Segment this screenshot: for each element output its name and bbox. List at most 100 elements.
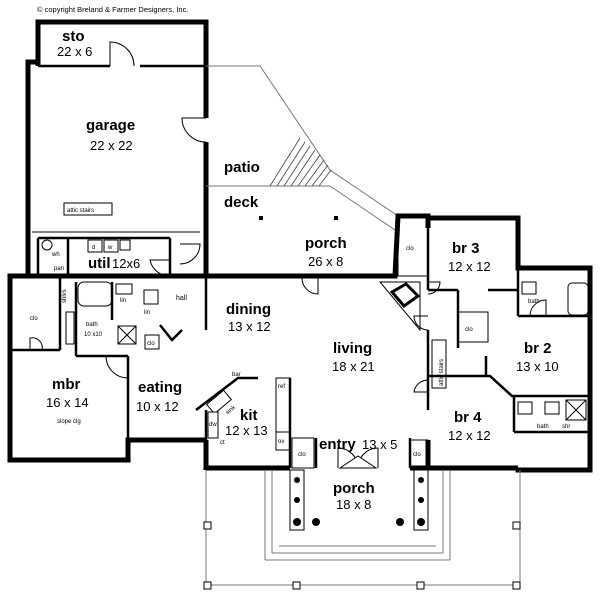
kit-name: kit	[240, 407, 258, 424]
deck-edge-diag	[329, 185, 396, 231]
entry-block: clo clo entry 13 x 5	[291, 436, 429, 469]
attic-stairs-garage-label: attic stairs	[67, 208, 94, 214]
pan-label: pan	[54, 266, 64, 272]
porch-post-4	[416, 581, 425, 590]
washer-label: w	[107, 245, 113, 251]
attic-stairs-garage	[63, 202, 113, 216]
mbr-name: mbr	[52, 376, 81, 393]
master-suite: clo shlvs lin lin bath 10 x10 clo mbr 16…	[10, 276, 183, 440]
mbath-size: 10 x10	[84, 332, 103, 338]
br4-door	[413, 379, 429, 393]
hall-label: hall	[176, 295, 187, 302]
porch-post-3	[292, 581, 301, 590]
hall-door	[179, 243, 201, 265]
garage-side-door	[181, 117, 207, 143]
util-name: util	[88, 255, 111, 272]
vanity-left	[65, 311, 75, 345]
br2-bottom-wall	[428, 374, 590, 398]
living-size: 18 x 21	[332, 359, 375, 374]
copyright-text: © copyright Breland & Farmer Designers, …	[37, 5, 188, 14]
deck-post-left	[259, 216, 263, 220]
dining-name: dining	[226, 301, 271, 318]
hall-corner-wall	[159, 324, 183, 342]
sto-size: 22 x 6	[57, 44, 92, 59]
porch-post-6	[512, 581, 521, 590]
bath1-door	[529, 299, 547, 317]
living-name: living	[333, 340, 372, 357]
garage-wing: attic stairs	[25, 19, 209, 240]
mbr-door	[105, 355, 129, 379]
porch-front-name: porch	[333, 480, 375, 497]
room-labels: sto 22 x 6 garage 22 x 22 patio deck por…	[57, 28, 559, 512]
br3-clo-label: clo	[406, 246, 414, 252]
patio-name: patio	[224, 159, 260, 176]
shlvs-label: shlvs	[62, 289, 68, 303]
br3-closet	[397, 217, 429, 277]
master-clo-box	[144, 334, 160, 350]
kitchen-bar	[195, 376, 258, 411]
front-porch	[203, 469, 521, 590]
bath1-wc	[521, 281, 537, 295]
kitchen-sink	[206, 389, 232, 415]
post-c1	[312, 518, 320, 526]
fireplace-hearth	[378, 281, 421, 332]
mbr-size: 16 x 14	[46, 395, 89, 410]
bedroom-wing: clo clo bath attic stairs bath shr	[397, 217, 590, 434]
br2-size: 13 x 10	[516, 359, 559, 374]
attic-stairs-hall	[431, 339, 447, 389]
bath2-sink	[544, 401, 560, 415]
br3-size: 12 x 12	[448, 259, 491, 274]
rear-porch-door	[301, 276, 319, 295]
lin-label-1: lin	[120, 298, 126, 304]
fireplace	[389, 282, 421, 309]
lin-shelf-1	[115, 283, 133, 295]
porch-rear-size: 26 x 8	[308, 254, 343, 269]
bath1-label: bath	[528, 299, 540, 305]
entry-clo-right-label: clo	[413, 452, 421, 458]
br3-door	[413, 315, 429, 331]
ct-label: ct	[220, 440, 225, 446]
entry-clo-left-label: clo	[298, 452, 306, 458]
deck-post-right	[334, 216, 338, 220]
mbr-clo-door	[29, 337, 43, 351]
kit-size: 12 x 13	[225, 423, 268, 438]
entry-size: 13 x 5	[362, 437, 397, 452]
kitchen-block: bar sink dw ct ref ov kit 12 x 13	[195, 276, 292, 468]
lin-label-2: lin	[144, 310, 150, 316]
util-sink	[119, 239, 131, 251]
rear-outdoor	[206, 65, 399, 231]
garage-left-wall	[25, 59, 38, 232]
br2-closet	[457, 311, 489, 343]
patio-outline	[206, 65, 399, 217]
post-r2	[418, 497, 424, 503]
mbr-clo-label: clo	[30, 316, 38, 322]
front-door-threshold	[338, 455, 378, 469]
util-door	[149, 259, 171, 277]
bath2-wc	[517, 401, 533, 415]
dining-size: 13 x 12	[228, 319, 271, 334]
porch-post-1	[203, 521, 212, 530]
porch-front-size: 18 x 8	[336, 497, 371, 512]
patio-steps	[269, 137, 332, 187]
eating-size: 10 x 12	[136, 399, 179, 414]
util-size: 12x6	[112, 256, 140, 271]
master-tub	[77, 281, 113, 307]
br3-closet-door	[427, 281, 441, 295]
clo-small-label: clo	[147, 341, 155, 347]
bar-label: bar	[232, 372, 241, 378]
sto-name: sto	[62, 28, 85, 45]
right-front-wall	[515, 385, 593, 473]
master-wc	[143, 289, 159, 305]
bath1-tub	[567, 282, 589, 316]
attic-stairs-hall-label: attic stairs	[439, 359, 445, 386]
bath2-label: bath	[537, 424, 549, 430]
post-r3	[417, 518, 425, 526]
entry-name: entry	[319, 436, 356, 453]
br3-name: br 3	[452, 240, 480, 257]
entry-clo-right	[409, 439, 429, 469]
br2-clo-label: clo	[465, 327, 473, 333]
shr-label: shr	[562, 424, 570, 430]
br4-size: 12 x 12	[448, 428, 491, 443]
sto-outer-wall	[35, 19, 209, 66]
porch-rear-name: porch	[305, 235, 347, 252]
